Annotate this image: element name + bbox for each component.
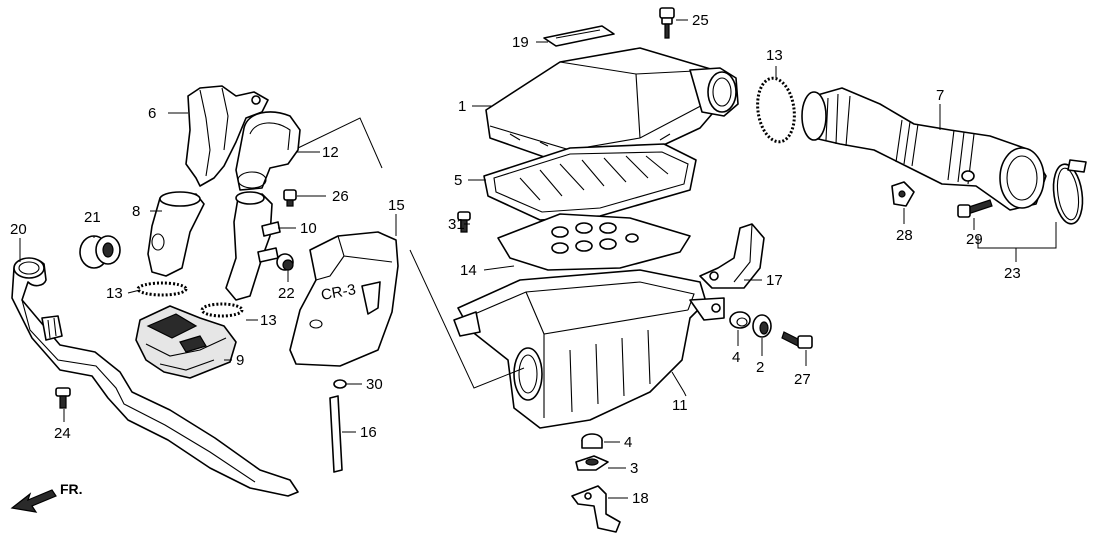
callout-18: 18 (632, 490, 649, 507)
callout-9: 9 (236, 352, 244, 369)
callout-1: 1 (458, 98, 466, 115)
part-28-clip (891, 181, 915, 207)
callout-2: 2 (756, 359, 764, 376)
front-direction-arrow: FR. (10, 481, 83, 513)
callout-31: 31 (448, 216, 465, 233)
callout-27: 27 (794, 371, 811, 388)
part-12-elbow-duct (235, 111, 301, 191)
part-5-air-filter-element (483, 143, 697, 221)
part-25-screw (659, 7, 675, 39)
callout-12: 12 (322, 144, 339, 161)
part-21-grommet (79, 235, 121, 269)
callout-7: 7 (936, 87, 944, 104)
callout-15: 15 (388, 197, 405, 214)
part-13-clamp-left-b (200, 302, 244, 318)
part-18-mount-bracket (571, 485, 621, 533)
part-14-gasket-plate (497, 213, 691, 271)
part-17-bracket (699, 223, 765, 289)
callout-10: 10 (300, 220, 317, 237)
callout-13-left-b: 13 (260, 312, 277, 329)
part-30-clip (333, 379, 347, 389)
callout-6: 6 (148, 105, 156, 122)
front-direction-label: FR. (60, 481, 83, 497)
part-26-bolt (283, 189, 297, 207)
part-4-grommet-upper (729, 311, 751, 329)
part-1-air-cleaner-cover (485, 47, 739, 167)
callout-14: 14 (460, 262, 477, 279)
callout-26: 26 (332, 188, 349, 205)
part-6-air-intake-snorkel (185, 85, 269, 187)
callout-17: 17 (766, 272, 783, 289)
callout-4-right: 4 (732, 349, 740, 366)
callout-5: 5 (454, 172, 462, 189)
callout-21: 21 (84, 209, 101, 226)
callout-13-left-a: 13 (106, 285, 123, 302)
part-20-intake-duct (11, 257, 299, 497)
part-19-label-plate (543, 25, 615, 47)
part-2-grommet (752, 314, 772, 338)
callout-23: 23 (1004, 265, 1021, 282)
part-11-air-cleaner-housing (453, 269, 725, 429)
leader-lines (19, 19, 1057, 499)
part-16-rod (329, 395, 343, 473)
part-10-intake-pipe (225, 191, 281, 301)
part-15-resonator-cover: CR-3 (289, 231, 399, 367)
callout-3: 3 (630, 460, 638, 477)
part-29-bolt (957, 199, 993, 218)
part-24-bolt (55, 387, 71, 409)
callouts: 6 12 8 10 26 21 22 13 13 9 20 24 15 30 1… (10, 12, 1021, 507)
callout-8: 8 (132, 203, 140, 220)
callout-11: 11 (672, 397, 688, 414)
part-31-bolt (457, 211, 471, 233)
callout-16: 16 (360, 424, 377, 441)
callout-4-bottom: 4 (624, 434, 632, 451)
resonator-marking: CR-3 (320, 281, 357, 304)
part-22-grommet (276, 253, 294, 271)
callout-13-top: 13 (766, 47, 783, 64)
part-3-mount-rubber (575, 455, 609, 471)
callout-29: 29 (966, 231, 983, 248)
part-27-bolt (781, 331, 813, 349)
callout-28: 28 (896, 227, 913, 244)
part-23-band-clamp (1052, 159, 1087, 225)
callout-30: 30 (366, 376, 383, 393)
callout-22: 22 (278, 285, 295, 302)
callout-20: 20 (10, 221, 27, 238)
callout-19: 19 (512, 34, 529, 51)
part-13-clamp-top (756, 76, 796, 144)
callout-24: 24 (54, 425, 71, 442)
part-9-resonator (135, 305, 237, 379)
part-4-grommet-lower (581, 433, 603, 449)
part-8-intake-tube (147, 191, 205, 277)
part-7-intake-hose (801, 87, 1047, 211)
callout-25: 25 (692, 12, 709, 29)
part-13-clamp-left-a (136, 281, 188, 297)
